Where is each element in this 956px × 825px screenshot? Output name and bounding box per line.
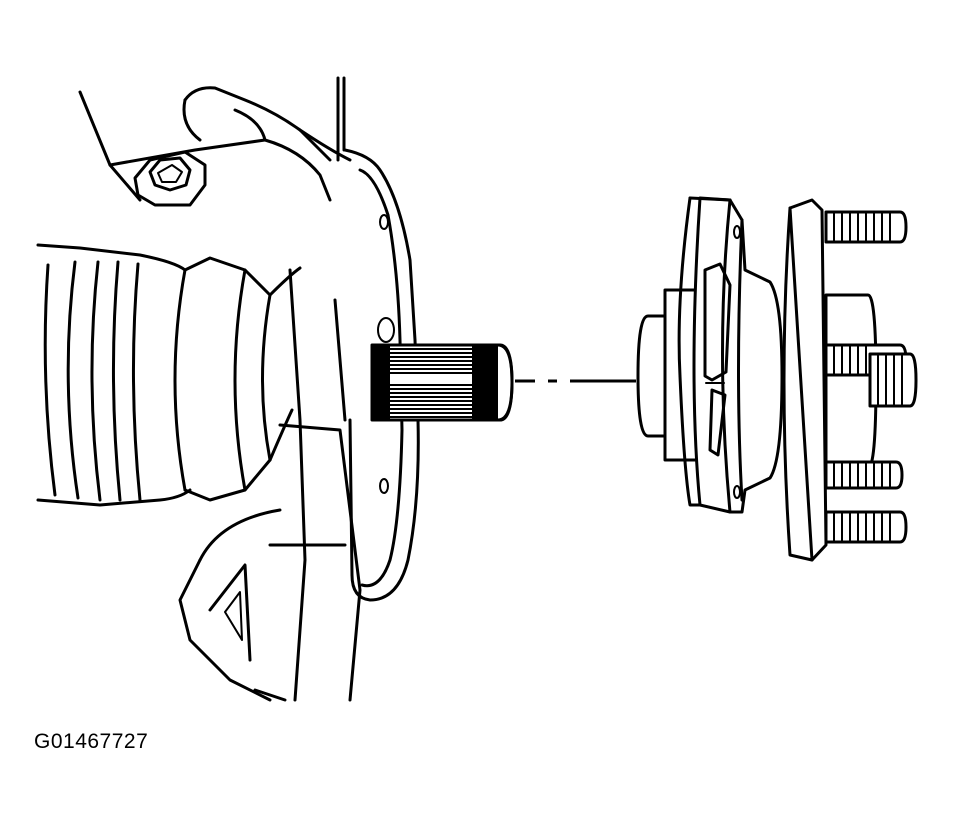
splined-axle-shaft <box>370 343 514 422</box>
steering-knuckle <box>78 76 362 702</box>
wheel-studs <box>824 210 918 544</box>
drive-axle-cv-joint <box>36 243 302 507</box>
tie-rod-bolt <box>133 150 207 207</box>
hub-bearing-assembly <box>636 196 918 562</box>
figure-id-label: G01467727 <box>34 730 149 753</box>
